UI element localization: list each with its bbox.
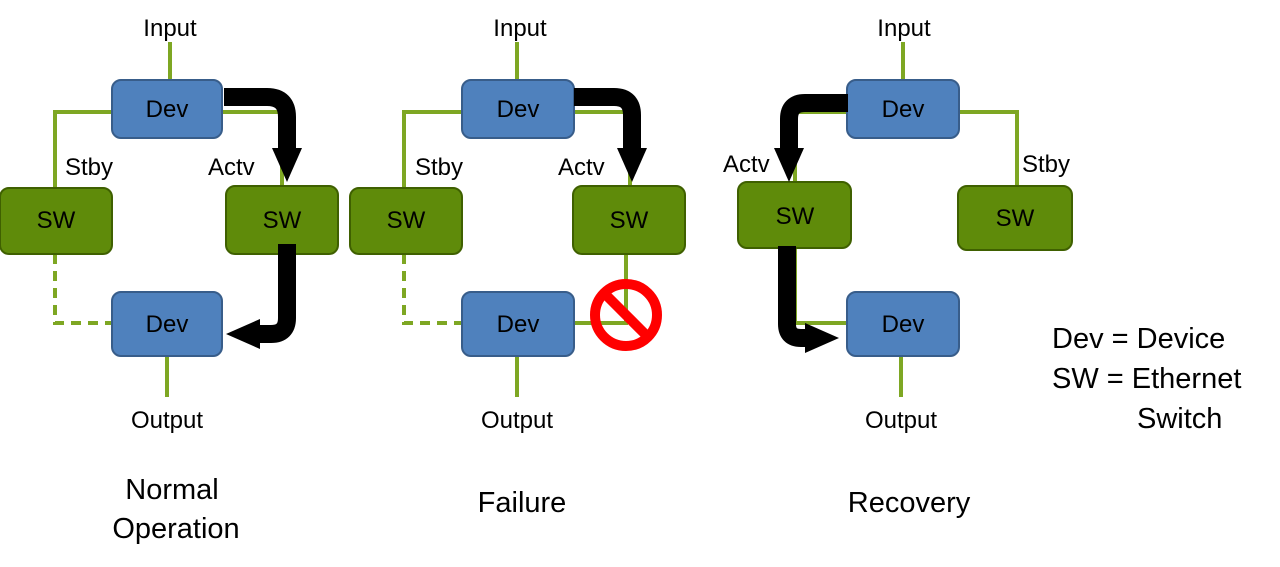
panel-recovery: Dev SW SW Dev Input Actv Stby Output Rec… <box>723 15 1073 519</box>
output-label: Output <box>481 407 553 434</box>
legend-line-3: Switch <box>1137 403 1222 435</box>
caption-line-2: Operation <box>112 513 239 545</box>
standby-label: Stby <box>65 154 113 181</box>
dev-to-active-switch-link <box>793 110 847 182</box>
dev-to-standby-switch-link <box>958 110 1019 186</box>
dev-to-standby-switch-link <box>402 110 462 188</box>
active-switch-label: SW <box>610 207 649 234</box>
device-top-box <box>461 79 575 139</box>
standby-label: Stby <box>1022 151 1070 178</box>
caption: Recovery <box>848 487 971 519</box>
legend-line-1: Dev = Device <box>1052 323 1225 355</box>
device-bottom-box <box>461 291 575 357</box>
device-top-label: Dev <box>497 96 540 123</box>
active-label: Actv <box>723 151 770 178</box>
active-path-arrows <box>224 88 302 349</box>
standby-switch-label: SW <box>387 207 426 234</box>
active-path-arrows <box>574 88 647 182</box>
input-label: Input <box>493 15 547 42</box>
active-switch-box <box>572 185 686 255</box>
device-top-box <box>111 79 223 139</box>
device-bottom-label: Dev <box>882 311 925 338</box>
active-switch-to-dev-link <box>793 248 847 325</box>
arrow-dev-to-active-switch <box>224 88 302 182</box>
device-top-label: Dev <box>882 96 925 123</box>
active-path-arrows <box>774 94 848 353</box>
caption-line-1: Normal <box>125 474 218 506</box>
device-top-label: Dev <box>146 96 189 123</box>
standby-switch-label: SW <box>996 205 1035 232</box>
panel-normal-operation: Dev SW SW Dev Input Stby Actv Output Nor… <box>0 15 339 545</box>
output-label: Output <box>131 407 203 434</box>
standby-switch-to-dev-link <box>402 254 462 325</box>
active-label: Actv <box>558 154 605 181</box>
output-label: Output <box>865 407 937 434</box>
device-bottom-box <box>111 291 223 357</box>
arrow-dev-to-active-switch <box>574 88 647 182</box>
standby-switch-box <box>349 187 463 255</box>
input-label: Input <box>877 15 931 42</box>
caption: Failure <box>478 487 567 519</box>
panel-failure: Dev SW SW Dev Input Stby Actv Output Fai… <box>349 15 686 519</box>
legend: Dev = Device SW = Ethernet Switch <box>1052 323 1241 435</box>
active-switch-label: SW <box>263 207 302 234</box>
standby-switch-box <box>0 187 113 255</box>
input-label: Input <box>143 15 197 42</box>
legend-line-2: SW = Ethernet <box>1052 363 1241 395</box>
active-label: Actv <box>208 154 255 181</box>
standby-label: Stby <box>415 154 463 181</box>
no-entry-icon <box>590 279 662 351</box>
dev-to-standby-switch-link <box>53 110 112 188</box>
active-switch-label: SW <box>776 203 815 230</box>
arrow-active-switch-to-dev <box>226 244 296 349</box>
standby-switch-to-dev-link <box>53 254 112 325</box>
standby-switch-label: SW <box>37 207 76 234</box>
arrow-active-switch-to-dev <box>778 246 839 353</box>
device-bottom-label: Dev <box>497 311 540 338</box>
device-bottom-box <box>846 291 960 357</box>
device-bottom-label: Dev <box>146 311 189 338</box>
standby-switch-box <box>957 185 1073 251</box>
arrow-dev-to-active-switch <box>774 94 848 182</box>
